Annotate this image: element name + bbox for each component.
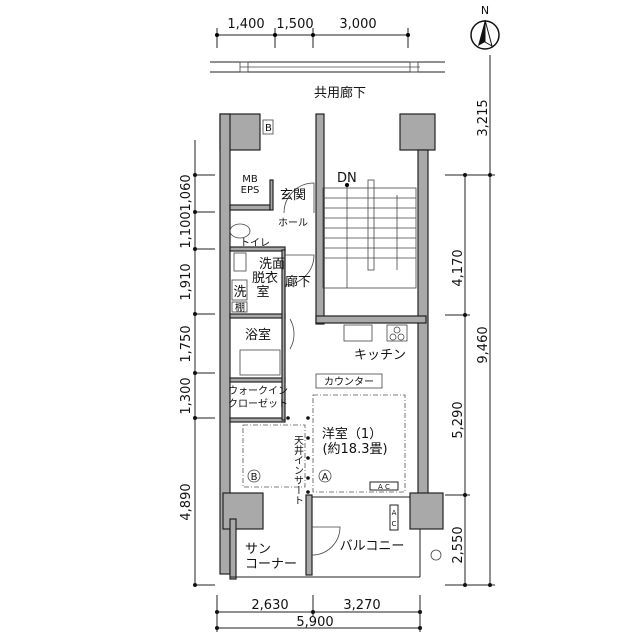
left-dimension-line: 1,060 1,100 1,910 1,750 1,300 4,890 xyxy=(179,140,215,587)
balcony-label: バルコニー xyxy=(340,539,405,554)
dim-top-1: 1,400 xyxy=(227,17,264,32)
b-box-label: B xyxy=(265,123,272,134)
dim-left-2: 1,100 xyxy=(179,211,194,248)
marker-a: A xyxy=(322,472,329,483)
counter-label: カウンター xyxy=(324,376,374,388)
stairs-down-label: DN xyxy=(337,171,357,186)
mb-label: MB xyxy=(242,174,258,185)
sun-corner-label-1: サン xyxy=(245,542,271,557)
dim-bottom-total: 5,900 xyxy=(296,615,333,630)
dim-right-inner-1: 4,170 xyxy=(451,249,466,286)
walls xyxy=(219,113,444,580)
toilet-label: トイレ xyxy=(240,238,270,249)
dim-left-4: 1,750 xyxy=(179,325,194,362)
entrance-label: 玄関 xyxy=(280,188,306,203)
shelf-label: 棚 xyxy=(235,301,245,314)
kitchen-label: キッチン xyxy=(354,348,406,363)
bottom-dimension-lines: 2,630 3,270 5,900 xyxy=(215,595,422,632)
dim-right-outer-2: 9,460 xyxy=(476,326,491,363)
right-dimension-lines: 3,215 9,460 4,170 5,290 2,550 xyxy=(445,55,495,587)
dim-left-6: 4,890 xyxy=(179,483,194,520)
sun-corner-label-2: コーナー xyxy=(245,557,297,572)
washroom-label-2: 脱衣 xyxy=(252,270,278,286)
dim-bottom-1: 2,630 xyxy=(251,598,288,613)
closet-label-1: ウォークイン xyxy=(228,385,288,397)
north-arrow-icon: N xyxy=(470,4,500,50)
corridor-label: 共用廊下 xyxy=(314,85,366,101)
western-room-size: (約18.3畳) xyxy=(322,442,387,457)
ac-vertical-a: A xyxy=(392,509,397,517)
dim-top-2: 1,500 xyxy=(276,17,313,32)
western-room-label: 洋室（1） xyxy=(322,426,382,442)
ac-vertical-c: C xyxy=(392,520,397,528)
washer-label: 洗 xyxy=(233,285,246,300)
washroom-label-1: 洗面 xyxy=(259,257,285,272)
closet-label-2: クローゼット xyxy=(228,398,288,410)
dim-right-inner-3: 2,550 xyxy=(451,526,466,563)
hallway-label: 廊下 xyxy=(285,274,311,290)
top-dimension-line: 1,400 1,500 3,000 xyxy=(215,17,410,48)
dim-top-3: 3,000 xyxy=(339,17,376,32)
washroom-label-3: 室 xyxy=(256,284,269,300)
ceiling-insert-label: 天井インサート xyxy=(292,435,304,505)
eps-label: EPS xyxy=(241,185,260,196)
dim-bottom-2: 3,270 xyxy=(343,598,380,613)
bath-label: 浴室 xyxy=(245,327,271,343)
corridor-railing xyxy=(210,61,445,73)
dim-left-1: 1,060 xyxy=(179,174,194,211)
staircase: DN xyxy=(322,171,417,289)
dim-right-outer-1: 3,215 xyxy=(476,99,491,136)
dim-right-inner-2: 5,290 xyxy=(451,401,466,438)
dim-left-5: 1,300 xyxy=(179,377,194,414)
hall-label: ホール xyxy=(278,217,308,229)
ac-label: A C xyxy=(378,483,390,491)
marker-b: B xyxy=(251,472,258,483)
north-label: N xyxy=(481,4,489,17)
dim-left-3: 1,910 xyxy=(179,263,194,300)
